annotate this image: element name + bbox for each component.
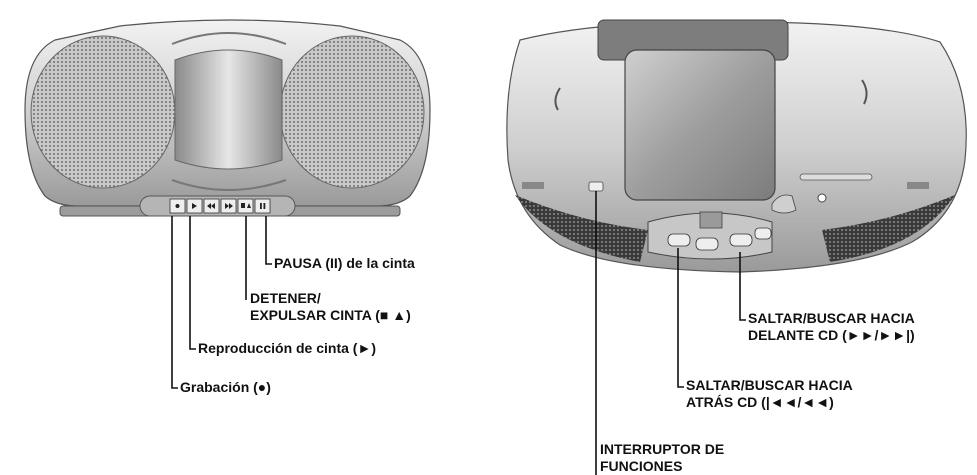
pause-icon — [260, 203, 262, 209]
play-icon — [192, 203, 197, 209]
cd-door[interactable] — [624, 49, 776, 201]
skip-back-label-line2: ATRÁS CD (|◄◄/◄◄) — [686, 394, 834, 410]
pause-callout-line — [265, 216, 272, 265]
top-callout-lines — [595, 191, 746, 475]
skip-back-label-line1: SALTAR/BUSCAR HACIA — [686, 377, 853, 393]
power-indicator — [817, 193, 827, 203]
cd-buttons — [667, 227, 772, 251]
front-callout-lines — [171, 216, 272, 389]
record-label: Grabación (●) — [180, 379, 271, 395]
boombox-front-unit — [24, 19, 431, 389]
skip-forward-label-line1: SALTAR/BUSCAR HACIA — [748, 310, 915, 326]
rewind-icon — [207, 203, 215, 209]
skip-forward-label-line2: DELANTE CD (►►/►►|) — [748, 327, 915, 343]
play-callout-line — [189, 216, 196, 350]
stop-eject-button[interactable] — [237, 198, 254, 214]
left-speaker-grille — [30, 35, 176, 189]
play-pause-cd-button[interactable] — [695, 237, 719, 251]
skip-back-callout-line — [677, 248, 684, 388]
left-speaker-grille-bottom — [515, 195, 648, 262]
function-switch[interactable] — [588, 181, 604, 192]
right-speaker-grille-bottom — [822, 195, 955, 262]
stop-eject-label: DETENER/ EXPULSAR CINTA (■ ▲) — [250, 290, 411, 324]
fast-forward-icon — [225, 203, 233, 209]
skip-back-button[interactable] — [667, 233, 691, 247]
pause-button[interactable] — [254, 198, 271, 214]
stop-cd-button[interactable] — [754, 227, 772, 240]
record-icon — [175, 204, 180, 208]
play-label: Reproducción de cinta (►) — [198, 340, 376, 356]
boombox-top-unit — [506, 19, 967, 475]
right-speaker-grille — [279, 35, 425, 189]
stop-eject-label-line1: DETENER/ — [250, 290, 321, 306]
stop-eject-icon — [241, 203, 245, 208]
record-callout-line — [171, 216, 178, 389]
skip-back-label: SALTAR/BUSCAR HACIA ATRÁS CD (|◄◄/◄◄) — [686, 377, 853, 411]
stop-eject-label-line2: EXPULSAR CINTA (■ ▲) — [250, 307, 411, 323]
cassette-buttons — [169, 198, 271, 214]
skip-forward-callout-line — [739, 252, 746, 321]
skip-forward-button[interactable] — [729, 233, 753, 247]
function-switch-label-line2: FUNCIONES — [600, 458, 683, 474]
cd-display — [699, 211, 723, 229]
skip-forward-label: SALTAR/BUSCAR HACIA DELANTE CD (►►/►►|) — [748, 310, 915, 344]
pause-label: PAUSA (II) de la cinta — [274, 255, 415, 271]
eject-cd-button[interactable] — [771, 194, 797, 214]
volume-slider[interactable] — [799, 173, 873, 181]
function-switch-label: INTERRUPTOR DE FUNCIONES — [600, 441, 724, 475]
function-switch-label-line1: INTERRUPTOR DE — [600, 441, 725, 457]
